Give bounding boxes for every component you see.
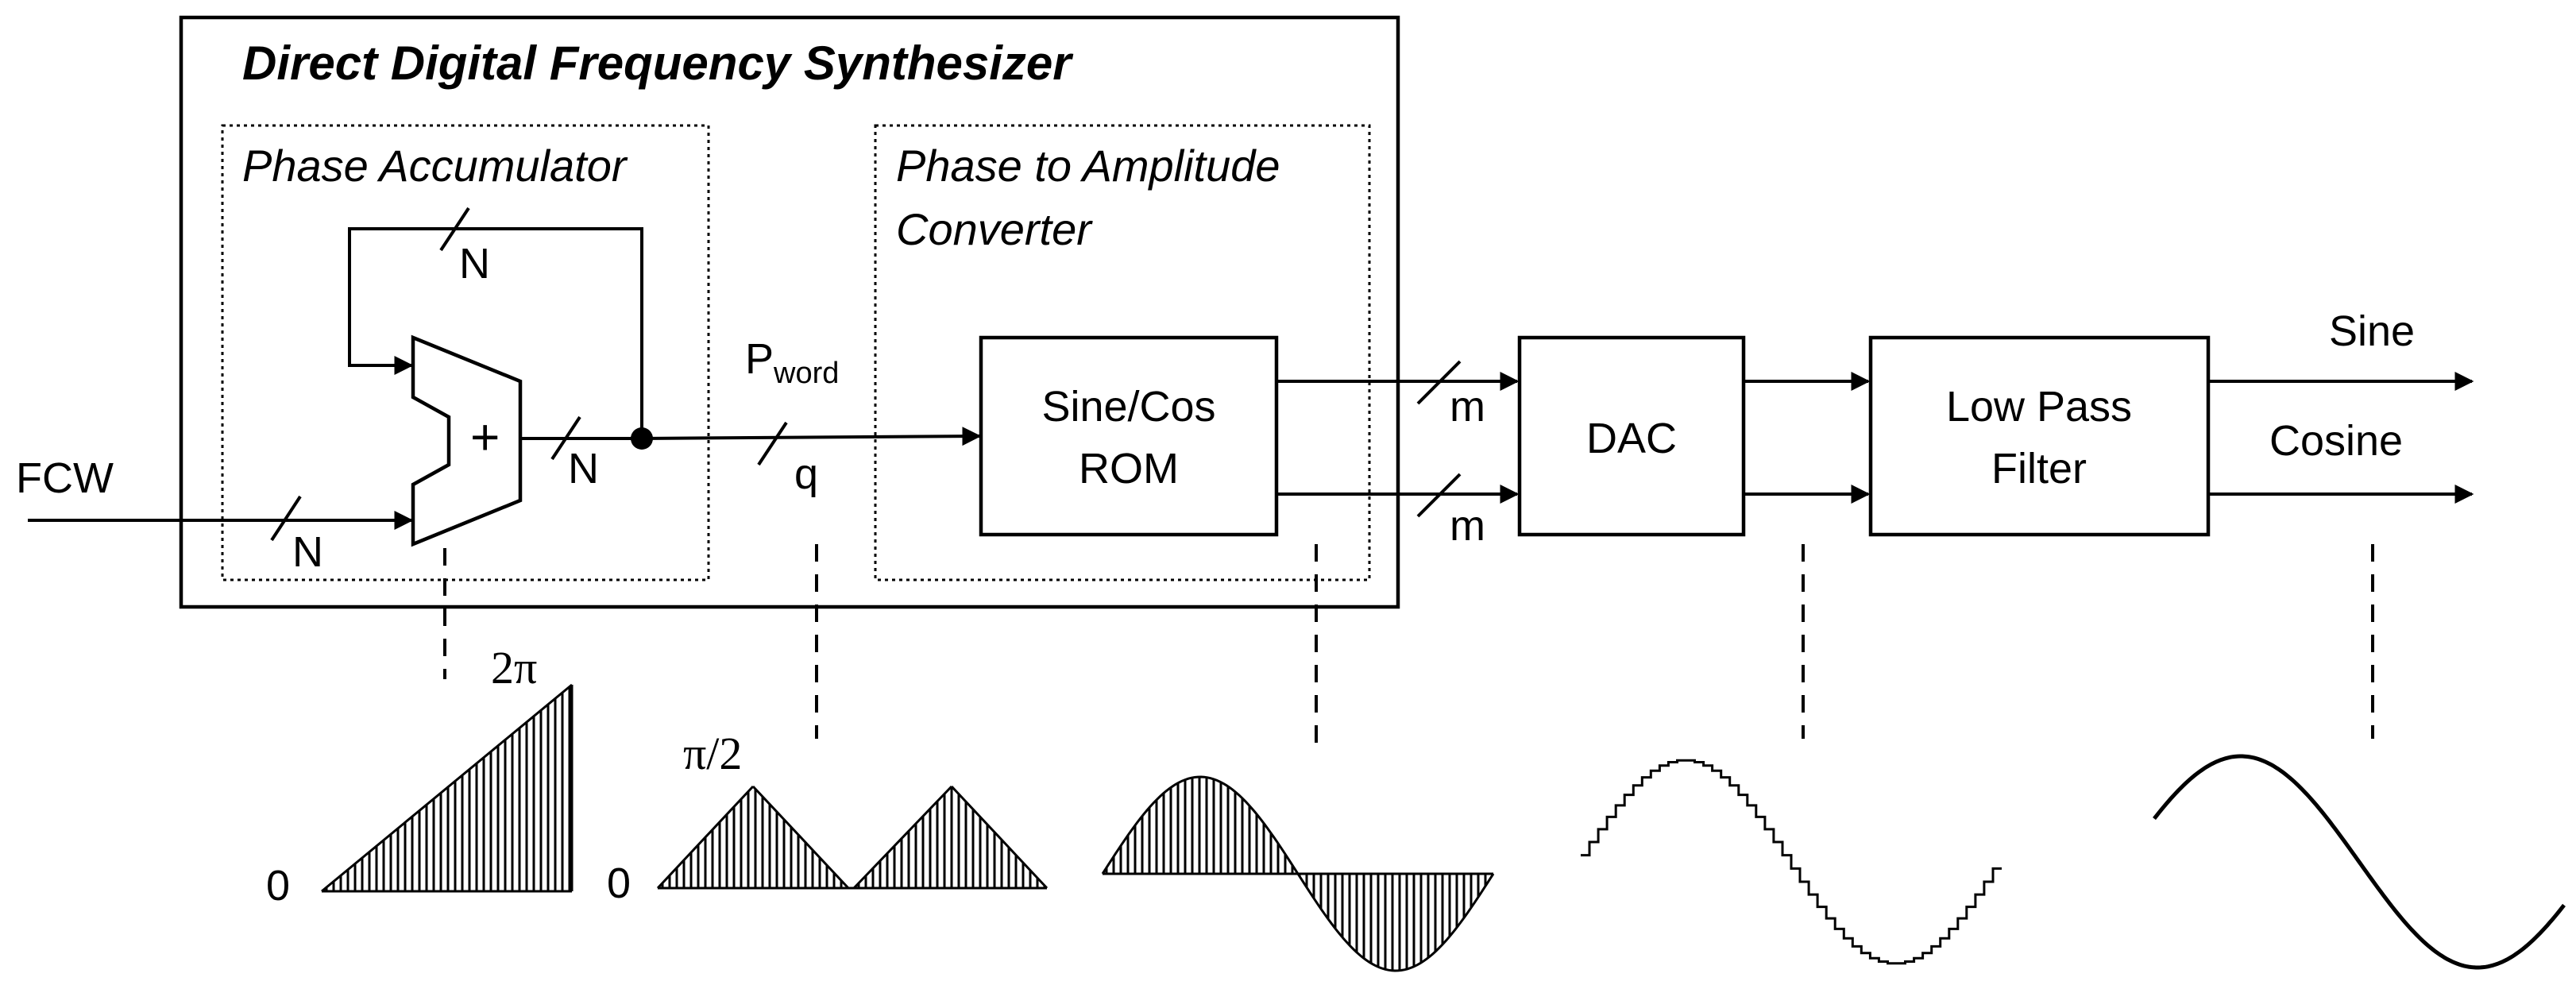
fcw-bus-width: N — [292, 528, 323, 576]
pword-label: Pword — [745, 335, 839, 390]
tri-zero-label: 0 — [607, 859, 631, 907]
tri-edge — [751, 785, 850, 890]
feedback-wire — [348, 227, 643, 437]
rom-dac-width-top: m — [1450, 383, 1485, 431]
rom-dac-slash-bottom — [1416, 473, 1462, 518]
rom-label-line1: Sine/Cos — [1041, 383, 1215, 431]
staircase-trace — [1581, 759, 2002, 965]
tri-peak-label: π/2 — [683, 728, 742, 779]
dac-label: DAC — [1586, 415, 1677, 462]
feedback-bus-width: N — [459, 240, 490, 288]
fcw-label: FCW — [16, 454, 114, 502]
adder-symbol: + — [470, 408, 500, 465]
converter-frame — [874, 124, 1371, 581]
dac-block — [1517, 335, 1746, 537]
pword-width: q — [794, 450, 818, 498]
feedback-bus-slash — [439, 207, 470, 252]
phase-accumulator-label: Phase Accumulator — [242, 141, 628, 191]
ddfs-frame — [179, 15, 1400, 609]
phase-ramp-waveform — [321, 683, 574, 893]
converter-label-line2: Converter — [896, 204, 1093, 254]
dac-staircase-waveform — [1581, 759, 2002, 965]
ramp-edge — [321, 683, 573, 893]
sine-output-label: Sine — [2329, 307, 2415, 355]
rom-block — [979, 335, 1279, 537]
converter-label-line1: Phase to Amplitude — [896, 141, 1280, 191]
ramp-max-label: 2π — [491, 642, 537, 693]
rom-dac-width-bottom: m — [1450, 502, 1485, 550]
folded-phase-waveform — [656, 785, 1049, 890]
adder-block — [411, 334, 523, 547]
phase-accumulator-frame — [221, 124, 710, 581]
lpf-label-line2: Filter — [1991, 445, 2087, 492]
adder-output-width: N — [568, 445, 599, 492]
sampled-sine-waveform — [1101, 775, 1495, 972]
filtered-sine-waveform — [2153, 754, 2566, 970]
rom-label-line2: ROM — [1079, 445, 1179, 492]
tri-edge — [852, 785, 953, 890]
cosine-output-label: Cosine — [2269, 417, 2403, 465]
ramp-zero-label: 0 — [266, 862, 290, 910]
adder-output-slash — [550, 415, 581, 461]
fcw-bus-slash — [270, 495, 302, 542]
pword-slash — [757, 421, 788, 466]
ddfs-title: Direct Digital Frequency Synthesizer — [242, 37, 1074, 90]
rom-dac-slash-top — [1416, 360, 1462, 405]
lpf-block — [1868, 335, 2211, 537]
pword-wire — [641, 427, 982, 446]
lpf-label-line1: Low Pass — [1946, 383, 2132, 431]
